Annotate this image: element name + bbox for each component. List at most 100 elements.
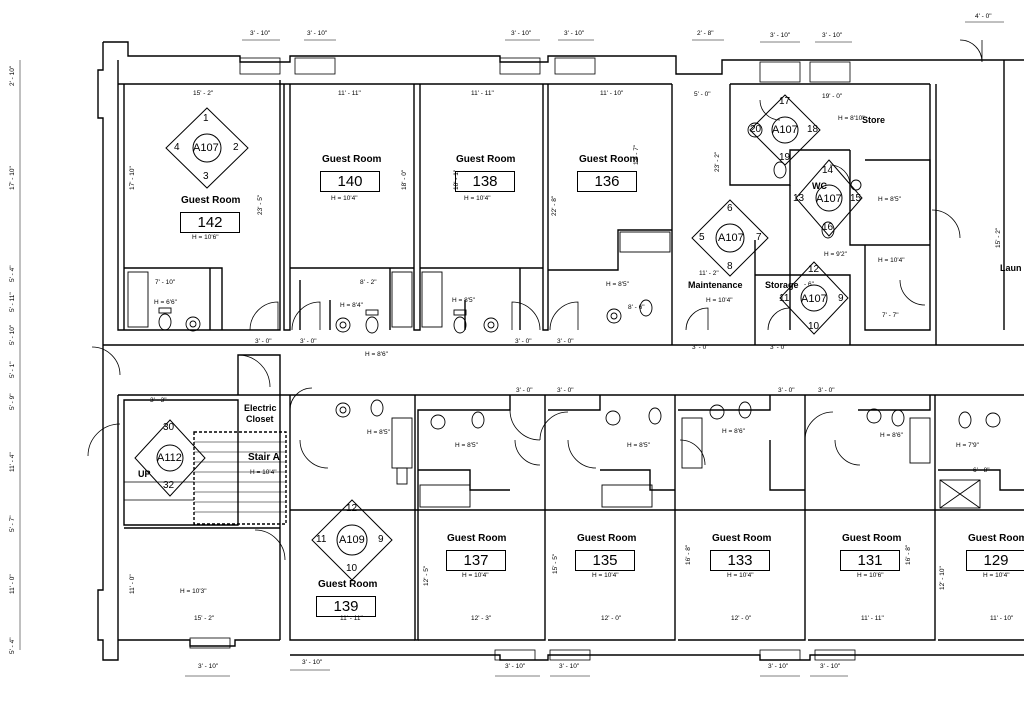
- dim-vert-14: 12' - 10": [939, 566, 946, 590]
- stair-label: Stair A: [248, 452, 280, 463]
- height-bath-131: H = 8'6": [880, 432, 903, 439]
- tag-3-east: 7: [756, 232, 762, 243]
- tag-5-south: 10: [808, 321, 820, 332]
- tag-3-north: 6: [727, 203, 733, 214]
- room-label-139: Guest Room: [318, 579, 378, 590]
- dim-top-5: 2' - 8": [697, 30, 714, 37]
- dim-misc-8-2: 8' - 2": [360, 279, 377, 286]
- dim-door-7: 3' - 0": [516, 387, 533, 394]
- room-number-135: 135: [575, 550, 635, 571]
- tag-2-south: 19: [779, 152, 791, 163]
- room-height-131: H = 10'6": [857, 572, 884, 579]
- tag-2-east: 18: [807, 124, 819, 135]
- tag-7-south: 10: [346, 563, 358, 574]
- room-label-129: Guest Room: [968, 533, 1024, 544]
- tag-1-south: 3: [203, 171, 209, 182]
- height-east-room: H = 10'4": [878, 257, 905, 264]
- height-bath-142: H = 6'6": [154, 299, 177, 306]
- dim-left-5: 5' - 10": [9, 324, 16, 345]
- dim-door-10: 3' - 0": [818, 387, 835, 394]
- dim-left-7: 5' - 9": [9, 393, 16, 410]
- room-number-133: 133: [710, 550, 770, 571]
- room-label-137: Guest Room: [447, 533, 507, 544]
- dim-room-bottom-4: 12' - 0": [601, 615, 622, 622]
- dim-vert-1: 17' - 10": [129, 166, 136, 190]
- dim-top-2: 3' - 10": [307, 30, 328, 37]
- stair-height: H = 10'4": [250, 469, 277, 476]
- dim-top-4: 3' - 10": [564, 30, 585, 37]
- dim-bottom-4: 3' - 10": [559, 663, 580, 670]
- dim-room-bottom-7: 11' - 10": [990, 615, 1014, 622]
- dim-bottom-2: 3' - 10": [302, 659, 323, 666]
- dim-left-3: 5' - 4": [9, 265, 16, 282]
- dim-door-4: 3' - 0": [557, 338, 574, 345]
- tag-6-south: 32: [163, 480, 175, 491]
- electric-label: Electric: [244, 403, 277, 413]
- dim-door-6: 3' - 0": [770, 344, 787, 351]
- dim-vert-9: 11' - 0": [129, 574, 136, 594]
- height-bath-140: H = 8'4": [340, 302, 363, 309]
- room-label-138: Guest Room: [456, 154, 516, 165]
- height-bath-138: H = 8'5": [452, 297, 475, 304]
- room-label-131: Guest Room: [842, 533, 902, 544]
- dim-door-5: 3' - 0": [692, 344, 709, 351]
- section-tag-a107-4: A107: [816, 193, 842, 205]
- dim-left-11: 5' - 4": [9, 637, 16, 654]
- room-label-136: Guest Room: [579, 154, 639, 165]
- dim-vert-2: 23' - 5": [257, 194, 264, 215]
- closet-label: Closet: [246, 414, 274, 424]
- room-number-137: 137: [446, 550, 506, 571]
- dim-left-6: 5' - 1": [9, 361, 16, 378]
- room-label-133: Guest Room: [712, 533, 772, 544]
- dim-misc-6: - 6": [804, 281, 814, 288]
- room-number-138: 138: [455, 171, 515, 192]
- tag-1-west: 4: [174, 142, 180, 153]
- maintenance-label: Maintenance: [688, 280, 743, 290]
- dim-vert-10: 15' - 2": [995, 227, 1002, 248]
- dim-top-7: 3' - 10": [822, 32, 843, 39]
- room-height-142: H = 10'6": [192, 234, 219, 241]
- room-height-135: H = 10'4": [592, 572, 619, 579]
- wc-label: WC: [812, 181, 827, 191]
- laundry-label: Laun: [1000, 263, 1022, 273]
- tag-4-south: 16: [822, 222, 834, 233]
- room-number-139: 139: [316, 596, 376, 617]
- dim-bottom-5: 3' - 10": [768, 663, 789, 670]
- section-tag-a107-1: A107: [193, 142, 219, 154]
- tag-4-east: 15: [850, 193, 862, 204]
- tag-7-north: 12: [346, 503, 358, 514]
- dim-misc-6-8: 6' - 8": [973, 467, 990, 474]
- section-tag-a109: A109: [339, 534, 365, 546]
- height-bath-133: H = 8'6": [722, 428, 745, 435]
- dim-room-top-2: 11' - 11": [338, 90, 361, 97]
- dim-room-bottom-2: 11' - 11": [340, 615, 363, 622]
- dim-room-bottom-5: 12' - 0": [731, 615, 752, 622]
- dim-left-4: 5' - 11": [9, 292, 16, 312]
- tag-3-south: 8: [727, 261, 733, 272]
- dim-room-bottom-3: 12' - 3": [471, 615, 492, 622]
- room-number-136: 136: [577, 171, 637, 192]
- tag-1-north: 1: [203, 113, 209, 124]
- dim-room-top-1: 15' - 2": [193, 90, 214, 97]
- dim-misc-5-0: 5' - 0": [694, 91, 711, 98]
- tag-7-east: 9: [378, 534, 384, 545]
- dim-room-top-4: 11' - 10": [600, 90, 624, 97]
- dim-left-9: 5' - 7": [9, 515, 16, 532]
- height-east-closet: H = 8'5": [878, 196, 901, 203]
- dim-door-9: 3' - 0": [778, 387, 795, 394]
- room-number-131: 131: [840, 550, 900, 571]
- dim-misc-11-2: 11' - 2": [699, 270, 719, 277]
- dim-misc-7-10: 7' - 10": [155, 279, 176, 286]
- dim-left-2: 17' - 10": [9, 166, 16, 190]
- dim-room-bottom-1: 15' - 2": [194, 615, 215, 622]
- dim-room-top-3: 11' - 11": [471, 90, 494, 97]
- dim-top-1: 3' - 10": [250, 30, 271, 37]
- dim-top-8: 4' - 0": [975, 13, 992, 20]
- height-corridor: H = 8'6": [365, 351, 388, 358]
- tag-5-west: 11: [779, 293, 790, 304]
- height-sw-room: H = 10'3": [180, 588, 207, 595]
- tag-3-west: 5: [699, 232, 705, 243]
- room-number-140: 140: [320, 171, 380, 192]
- tag-4-west: 13: [793, 193, 805, 204]
- dim-bottom-6: 3' - 10": [820, 663, 841, 670]
